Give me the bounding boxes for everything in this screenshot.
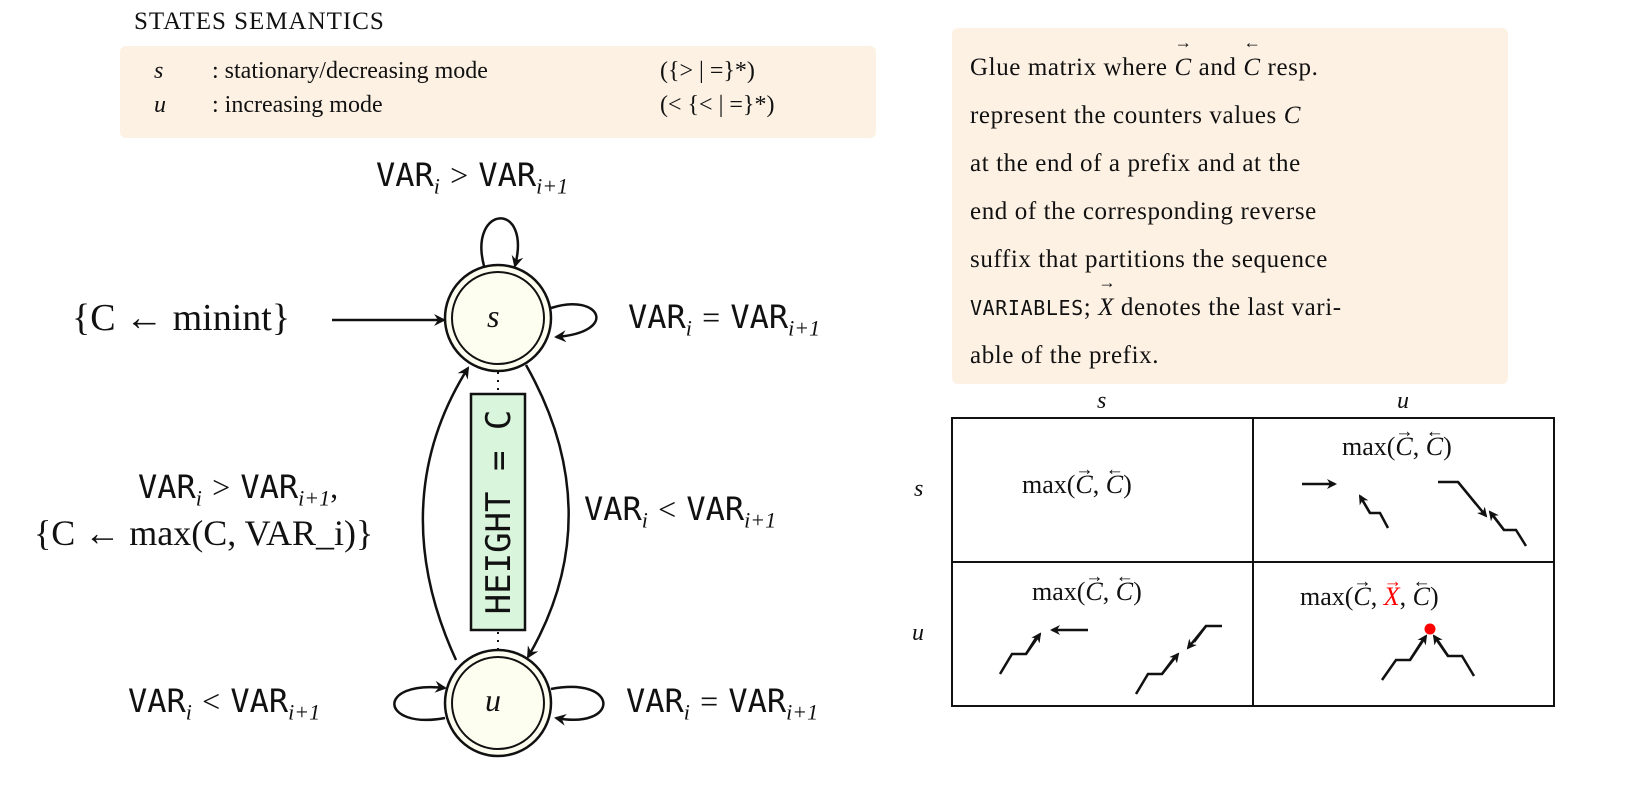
automaton-diagram: HEIGHT = C [332, 217, 605, 758]
state-symbol: u [154, 92, 166, 118]
glue-matrix [951, 417, 1555, 707]
u-to-s-label-line1: VARi > VARi+1, [138, 468, 339, 511]
state-s-inner [451, 271, 545, 365]
s-to-u-label: VARi < VARi+1 [584, 490, 777, 533]
semantics-pattern-s: ({> | =}*) [660, 58, 755, 84]
s-self-top-label: VARi > VARi+1 [376, 156, 569, 199]
state-s-label: s [487, 298, 500, 334]
cell-uu-formula: max(→C, →X, ←C) [1300, 571, 1439, 611]
s-self-right-label: VARi = VARi+1 [628, 298, 821, 341]
result-box-label: HEIGHT = C [479, 410, 519, 615]
semantics-title: STATES SEMANTICS [134, 8, 385, 35]
glue-sketch-su-left [1302, 479, 1390, 529]
cell-su-formula: max(→C, ←C) [1342, 421, 1452, 461]
row-header-s: s [914, 476, 924, 502]
u-to-s-label-line2: {C ← max(C, VAR_i)} [34, 513, 374, 553]
col-header-u: u [1397, 388, 1409, 414]
state-u-label: u [485, 682, 501, 718]
semantics-mode-s: : stationary/decreasing mode [212, 58, 488, 84]
cell-ss-formula: max(→C, ←C) [1022, 459, 1132, 499]
semantics-row-u: u [154, 92, 166, 119]
col-header-s: s [1097, 388, 1107, 414]
glue-description-panel [952, 28, 1508, 384]
init-label: {C ← minint} [72, 297, 291, 339]
glue-sketch-su-right [1438, 480, 1528, 547]
state-symbol: s [154, 58, 164, 84]
cell-us-formula: max(→C, ←C) [1032, 566, 1142, 606]
semantics-panel [120, 46, 876, 138]
s-to-u-arc [524, 364, 570, 659]
u-self-loop-left [393, 680, 447, 721]
result-box [469, 392, 527, 632]
semantics-mode-u: : increasing mode [212, 92, 383, 118]
s-self-loop-top [480, 217, 524, 268]
u-self-loop-right [550, 685, 605, 726]
s-self-loop-right [550, 303, 598, 343]
u-self-left-label: VARi < VARi+1 [128, 682, 321, 725]
last-variable-symbol: X [1383, 582, 1400, 611]
last-variable-dot [1424, 623, 1436, 635]
glue-sketch-us-right [1134, 624, 1222, 695]
row-header-u: u [912, 620, 924, 646]
u-to-s-arc [421, 366, 470, 661]
semantics-row-s: s [154, 58, 163, 85]
u-self-right-label: VARi = VARi+1 [626, 682, 819, 725]
glue-sketch-uu [1380, 634, 1476, 681]
semantics-pattern-u: (< {< | =}*) [660, 92, 775, 118]
state-u-inner [451, 656, 545, 750]
glue-description: Glue matrix where →C and ←C resp. repres… [970, 32, 1342, 369]
glue-sketch-us-left [998, 625, 1088, 675]
